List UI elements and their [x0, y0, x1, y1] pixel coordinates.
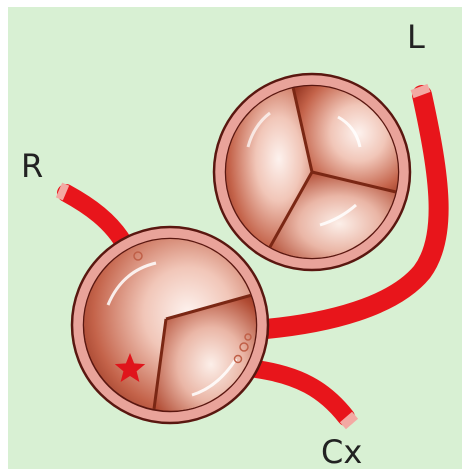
left-coronary-artery-tip: [419, 87, 422, 95]
valve-diagram: L R Cx: [8, 7, 462, 469]
lower-left-valve: [72, 227, 268, 423]
label-left: L: [407, 18, 425, 56]
right-coronary-artery-tip: [59, 190, 66, 193]
label-right: R: [21, 147, 43, 185]
upper-right-valve: [214, 74, 410, 270]
label-circumflex: Cx: [321, 433, 362, 469]
circumflex-artery-tip: [346, 417, 352, 424]
